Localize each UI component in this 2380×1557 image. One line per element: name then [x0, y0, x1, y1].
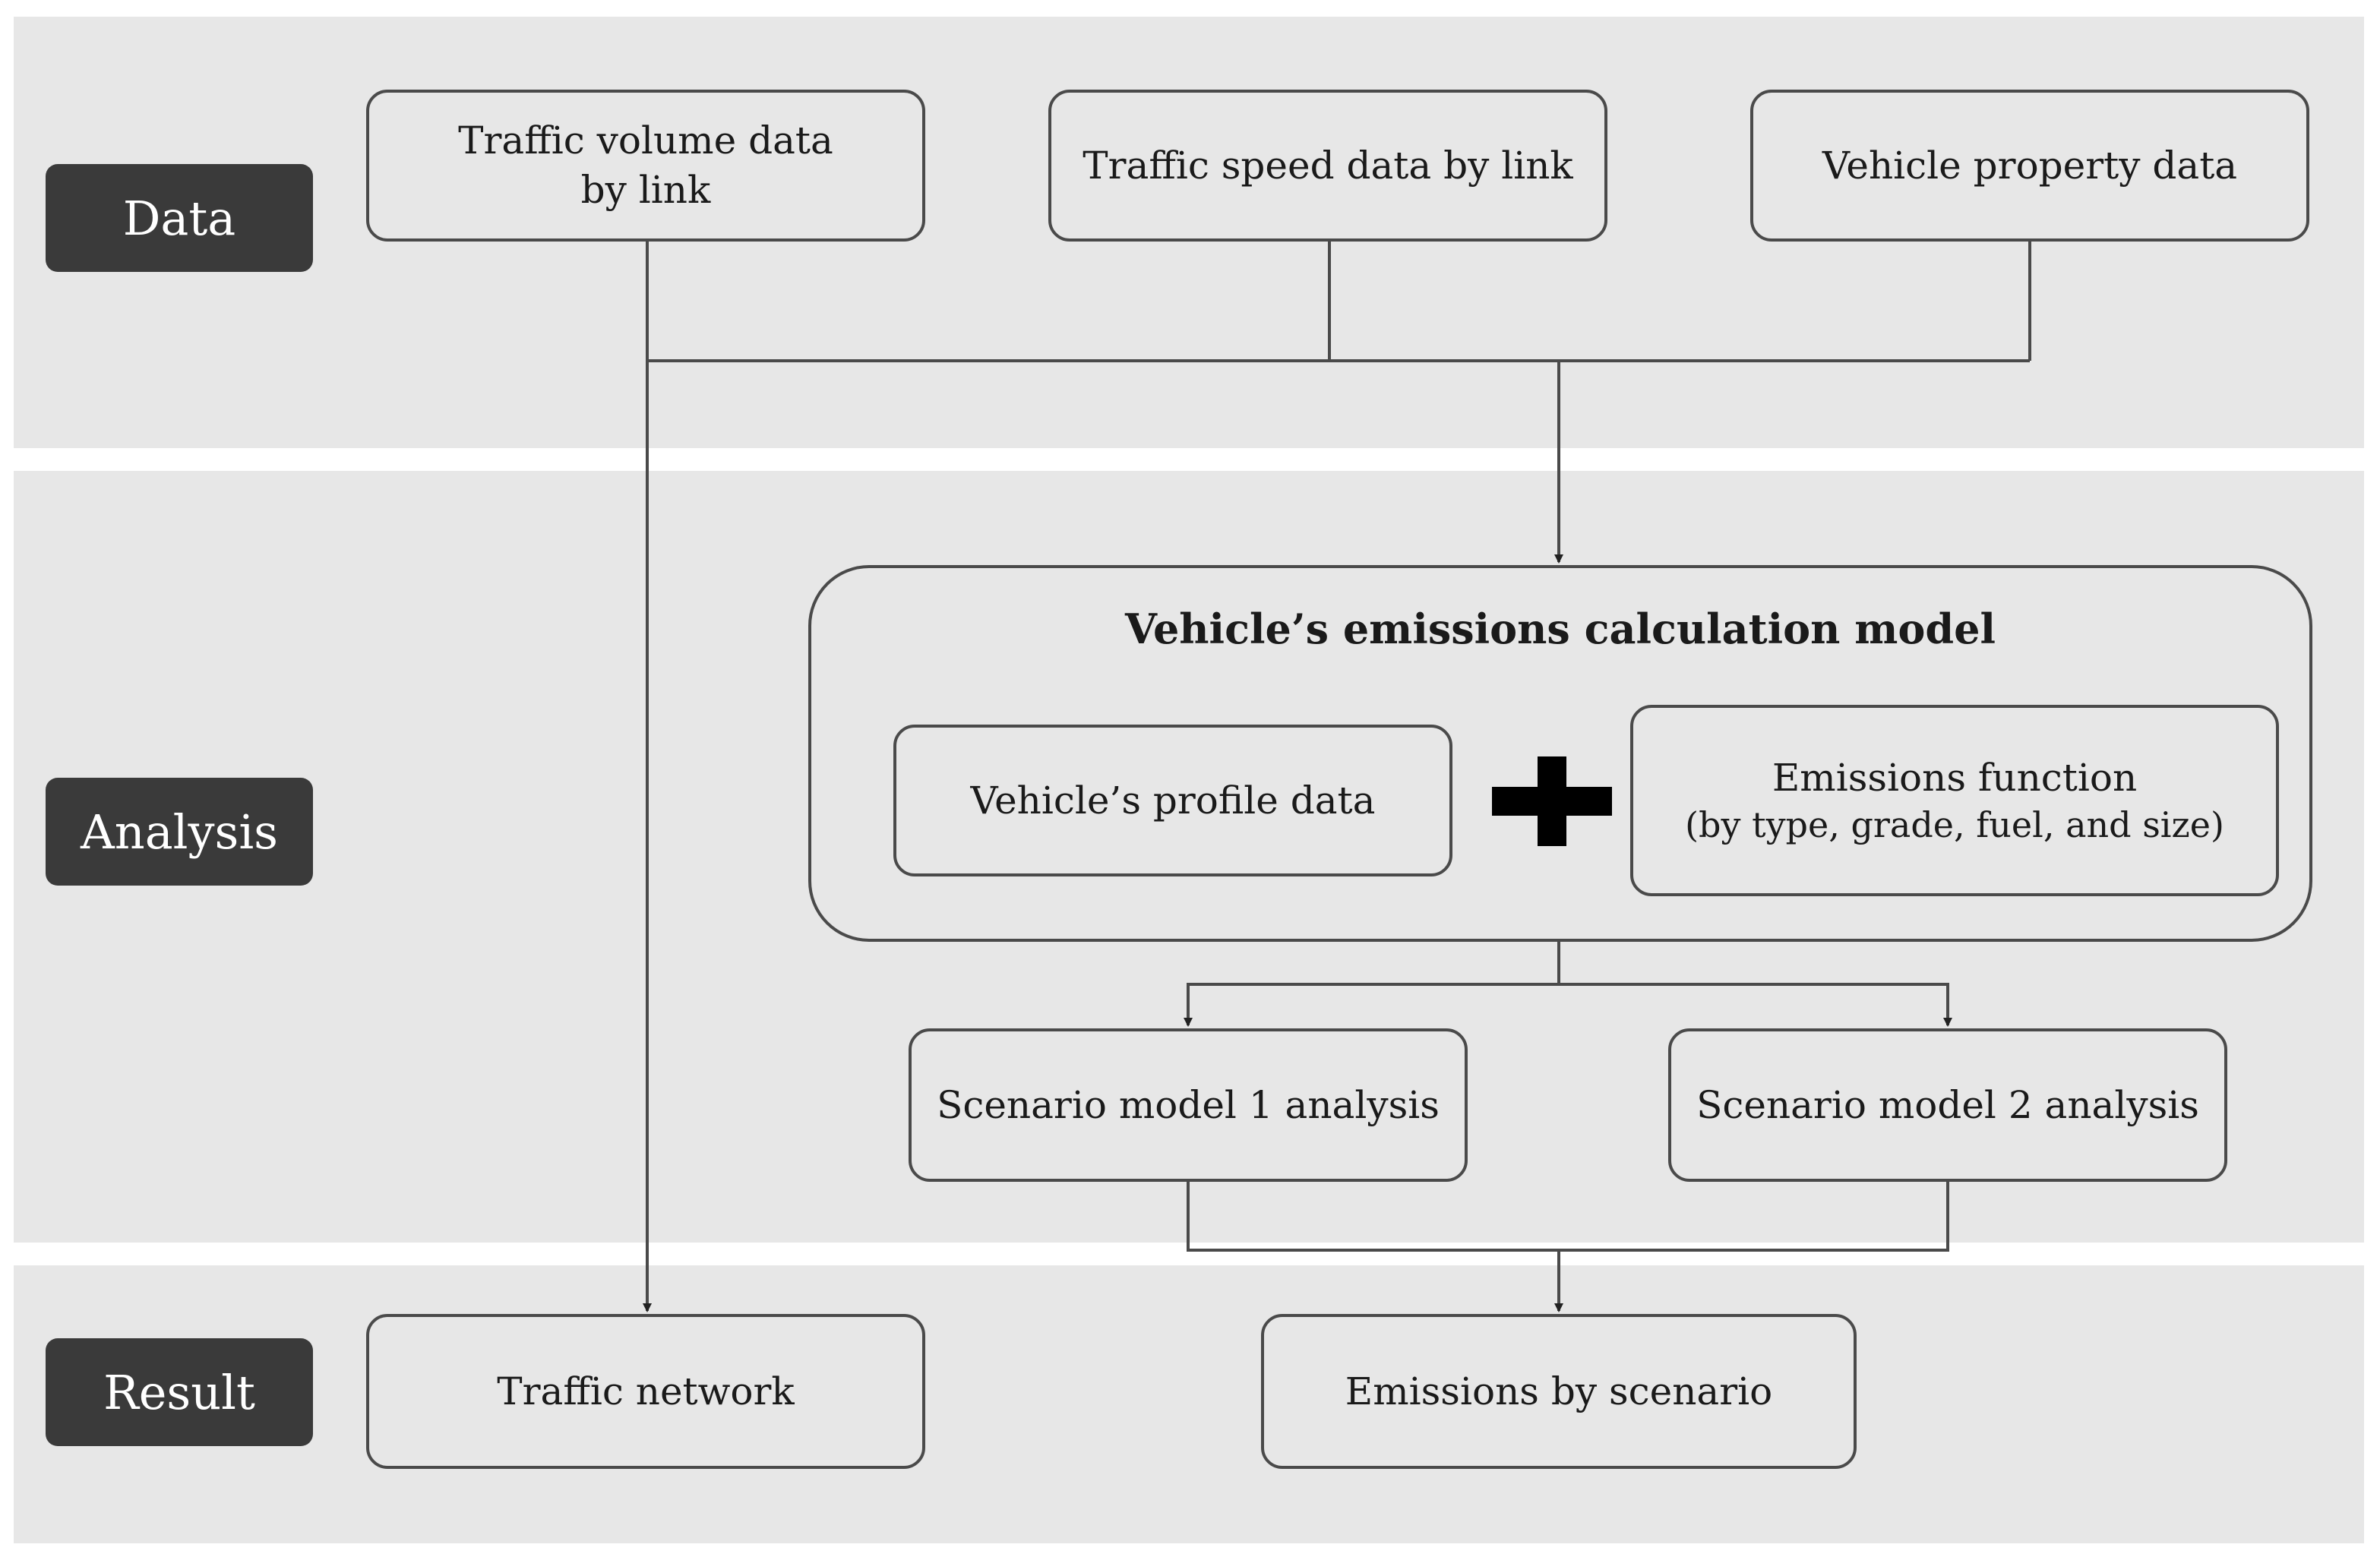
stage-label-result: Result	[46, 1338, 313, 1446]
emissions-by-scenario-box: Emissions by scenario	[1261, 1314, 1857, 1469]
emissions-model-title: Vehicle’s emissions calculation model	[1125, 605, 1996, 653]
model-split-line-2	[1559, 983, 1952, 1027]
emissions-function-label: Emissions function	[1772, 755, 2138, 800]
emissions-function-box: Emissions function (by type, grade, fuel…	[1630, 705, 2279, 896]
plus-icon	[1492, 756, 1612, 846]
stage-label-data: Data	[46, 164, 313, 272]
scenario-model-2-label: Scenario model 2 analysis	[1696, 1082, 2199, 1127]
vehicle-profile-box: Vehicle’s profile data	[893, 725, 1452, 876]
emissions-function-detail: (by type, grade, fuel, and size)	[1685, 804, 2224, 845]
traffic-volume-line-1: Traffic volume data	[458, 118, 833, 163]
scenario-model-1-label: Scenario model 1 analysis	[937, 1082, 1440, 1127]
vehicle-property-label: Vehicle property data	[1822, 143, 2238, 188]
traffic-speed-label: Traffic speed data by link	[1083, 143, 1573, 188]
vehicle-profile-label: Vehicle’s profile data	[970, 778, 1376, 823]
scenario-model-2-box: Scenario model 2 analysis	[1668, 1028, 2227, 1182]
traffic-network-label: Traffic network	[497, 1369, 795, 1413]
traffic-volume-line-2: by link	[580, 168, 711, 212]
scenario-model-1-box: Scenario model 1 analysis	[909, 1028, 1468, 1182]
emissions-by-scenario-label: Emissions by scenario	[1345, 1369, 1773, 1413]
stage-label-analysis: Analysis	[46, 778, 313, 886]
scenario-merge-line	[1187, 1182, 1949, 1252]
vehicle-property-box: Vehicle property data	[1750, 90, 2309, 242]
traffic-volume-box: Traffic volume data by link	[366, 90, 925, 242]
model-split-line	[1184, 942, 1560, 1027]
traffic-speed-box: Traffic speed data by link	[1048, 90, 1607, 242]
traffic-network-box: Traffic network	[366, 1314, 925, 1469]
